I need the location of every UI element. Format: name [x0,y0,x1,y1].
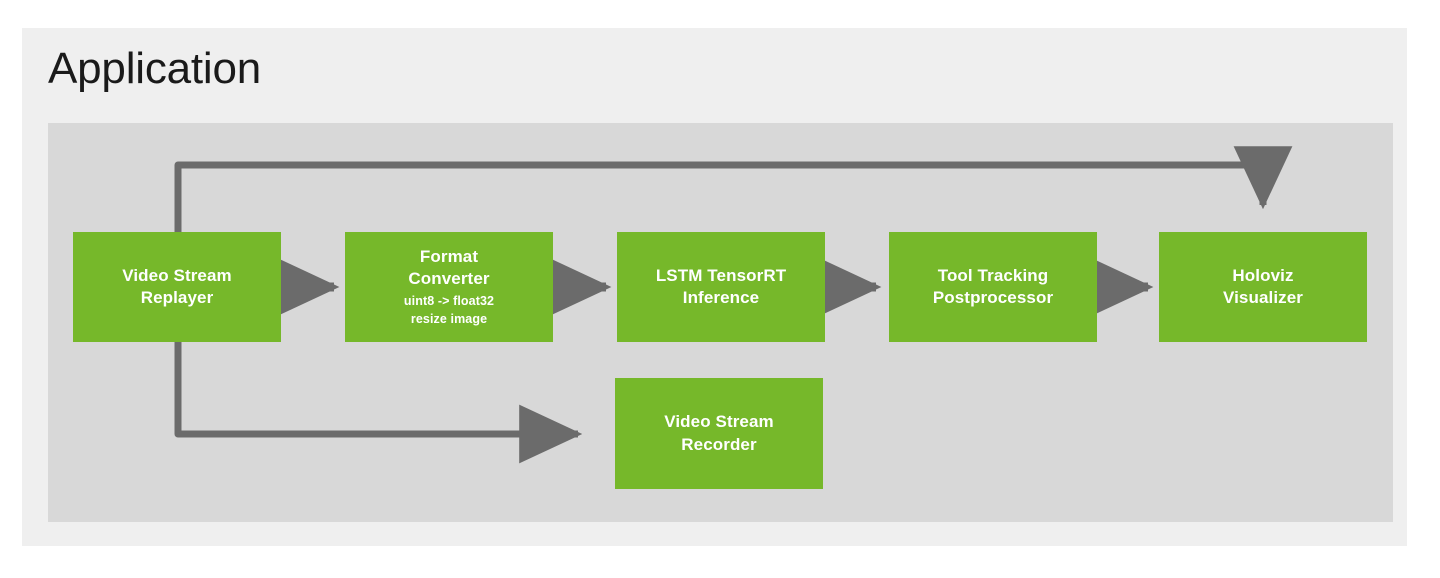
node-title-line1: Tool Tracking [937,265,1049,285]
node-title-line2: Replayer [140,288,214,307]
node-video-stream-replayer[interactable]: Video Stream Replayer [73,232,281,342]
node-title-line2: Inference [682,288,760,307]
node-title-line2: Postprocessor [932,288,1054,307]
node-subtitle-line2: resize image [410,312,488,327]
node-title-line2: Recorder [681,434,757,454]
node-format-converter[interactable]: Format Converter uint8 -> float32 resize… [345,232,553,342]
node-title-line1: Video Stream [664,412,774,432]
node-tool-tracking-postprocessor[interactable]: Tool Tracking Postprocessor [889,232,1097,342]
node-title-line1: Video Stream [122,265,232,285]
node-title-line1: Format [419,246,479,266]
node-title-line1: Holoviz [1232,265,1294,285]
page-title: Application [48,44,262,93]
node-title-line2: Visualizer [1222,288,1304,307]
node-title-line1: LSTM TensorRT [655,265,787,285]
node-lstm-tensorrt-inference[interactable]: LSTM TensorRT Inference [617,232,825,342]
node-title-line2: Converter [408,269,490,289]
node-subtitle-line1: uint8 -> float32 [403,293,495,308]
node-holoviz-visualizer[interactable]: Holoviz Visualizer [1159,232,1367,342]
node-video-stream-recorder[interactable]: Video Stream Recorder [615,378,823,489]
